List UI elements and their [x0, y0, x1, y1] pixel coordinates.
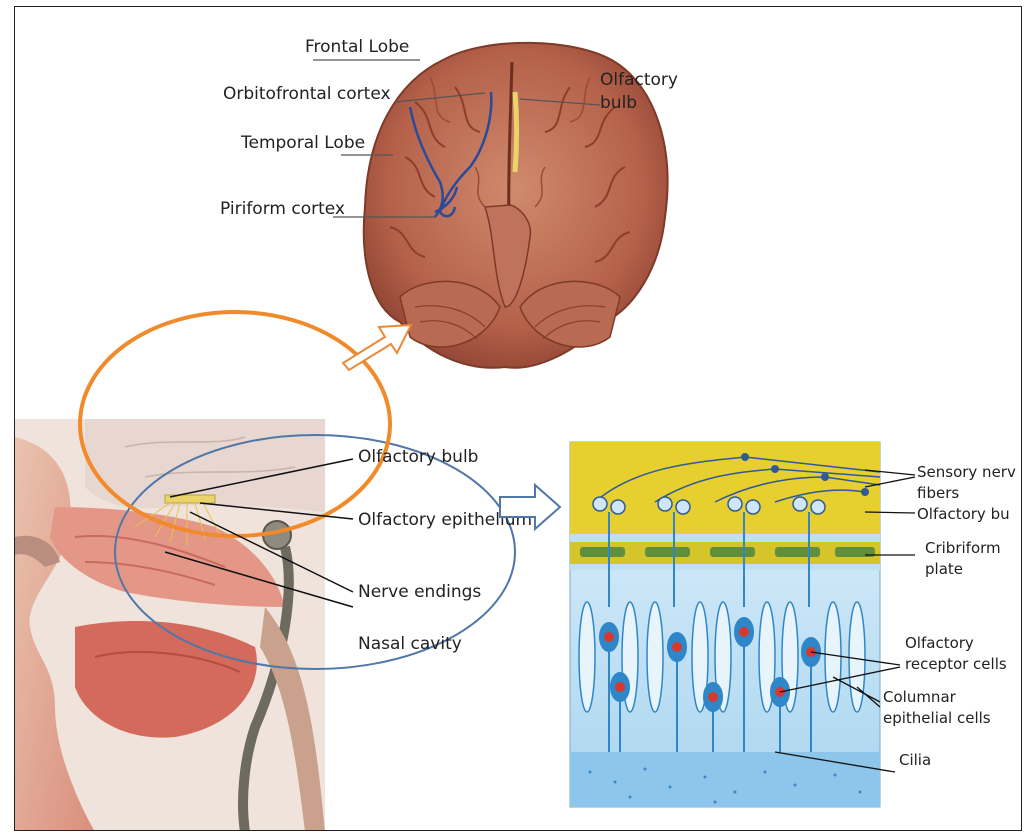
label-nerve-endings: Nerve endings — [358, 582, 481, 602]
label-receptor-line1: Olfactory — [905, 634, 974, 652]
label-receptor-line2: receptor cells — [905, 655, 1007, 673]
head-sagittal-illustration — [15, 419, 325, 831]
olfactory-system-diagram: Frontal Lobe Orbitofrontal cortex Tempor… — [15, 7, 1022, 831]
label-nasal-cavity: Nasal cavity — [358, 634, 462, 654]
figure-frame: Frontal Lobe Orbitofrontal cortex Tempor… — [14, 6, 1022, 831]
label-sensory-nerve-line1: Sensory nerv — [917, 463, 1016, 481]
label-orbitofrontal-cortex: Orbitofrontal cortex — [223, 84, 391, 104]
label-columnar-line1: Columnar — [883, 688, 957, 706]
label-temporal-lobe: Temporal Lobe — [240, 133, 365, 153]
label-frontal-lobe: Frontal Lobe — [305, 37, 409, 57]
label-sensory-nerve-line2: fibers — [917, 484, 959, 502]
arrow-to-brain — [343, 325, 411, 370]
label-olfactory-bulb-brain-line2: bulb — [600, 93, 637, 113]
label-olfactory-bulb-brain-line1: Olfactory — [600, 70, 678, 90]
olfactory-epithelium-panel — [570, 442, 880, 807]
label-columnar-line2: epithelial cells — [883, 709, 991, 727]
brain-illustration — [364, 43, 668, 368]
label-olfactory-bulb-epithelium: Olfactory bu — [917, 505, 1010, 523]
label-piriform-cortex: Piriform cortex — [220, 199, 345, 219]
label-cribriform-line1: Cribriform — [925, 539, 1001, 557]
label-cilia: Cilia — [899, 751, 931, 769]
label-cribriform-line2: plate — [925, 560, 963, 578]
label-olfactory-bulb-head: Olfactory bulb — [358, 447, 478, 467]
